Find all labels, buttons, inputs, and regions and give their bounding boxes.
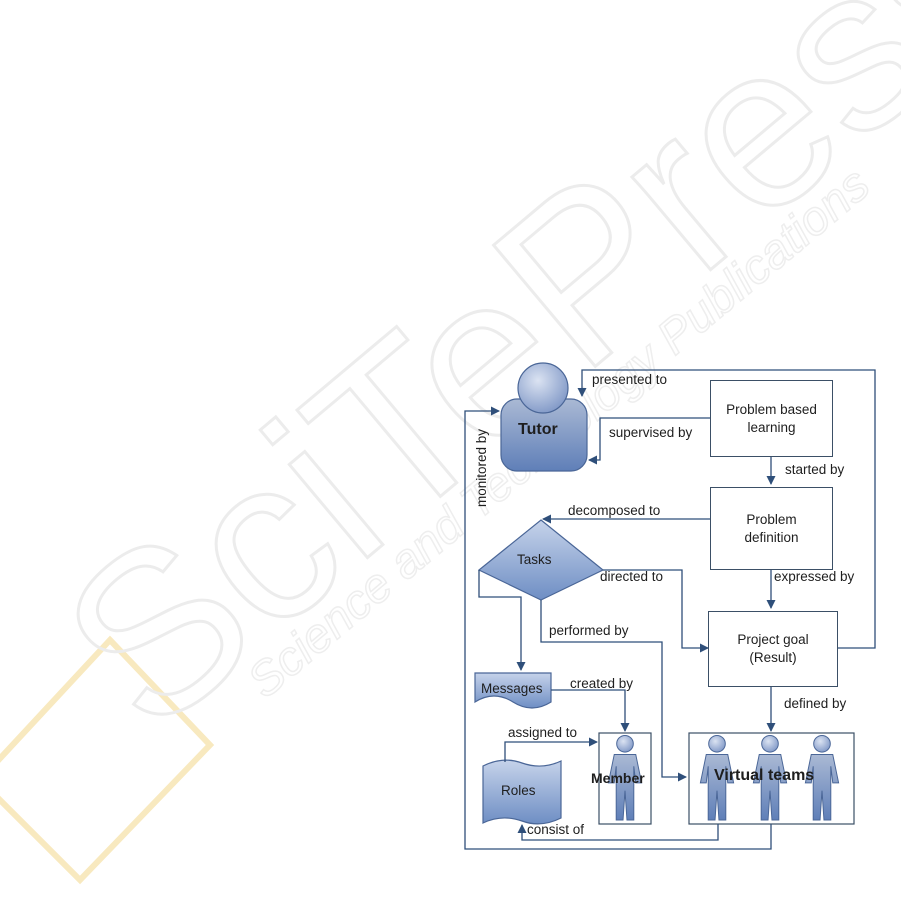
monitored-by-label: monitored by <box>474 428 489 508</box>
directed-to-label: directed to <box>600 569 664 584</box>
edge-created-by <box>551 689 630 732</box>
messages-document-shape <box>474 672 552 709</box>
problem-definition-box: Problem definition <box>710 487 833 570</box>
virtual-teams-label: Virtual teams <box>714 767 815 784</box>
problem-definition-label: Problem definition <box>744 511 799 545</box>
messages-label: Messages <box>481 681 543 696</box>
edge-monitored-by <box>464 406 772 850</box>
project-goal-label: Project goal (Result) <box>737 632 809 665</box>
edge-directed-to <box>603 569 709 653</box>
tutor-label: Tutor <box>518 421 558 438</box>
created-by-label: created by <box>570 676 634 691</box>
member-label: Member <box>591 770 645 786</box>
edge-presented-to <box>577 369 876 649</box>
edge-supervised-by <box>588 417 710 465</box>
tasks-label: Tasks <box>517 552 552 567</box>
supervised-by-label: supervised by <box>609 425 693 440</box>
problem-based-learning-box: Problem based learning <box>710 380 833 457</box>
problem-based-learning-label: Problem based learning <box>726 401 817 435</box>
roles-label: Roles <box>501 783 536 798</box>
decomposed-to-label: decomposed to <box>568 503 661 518</box>
edge-tasks-to-messages <box>478 570 526 671</box>
tutor-actor <box>500 362 588 472</box>
watermark-logo-diamond <box>0 635 215 885</box>
edge-assigned-to <box>504 737 598 762</box>
defined-by-label: defined by <box>784 696 847 711</box>
roles-tape-shape <box>482 759 562 825</box>
edge-performed-by <box>540 600 687 782</box>
project-goal-box: Project goal (Result) <box>708 611 838 687</box>
expressed-by-label: expressed by <box>774 569 855 584</box>
member-frame <box>598 732 652 825</box>
performed-by-label: performed by <box>549 623 629 638</box>
consist-of-label: consist of <box>527 822 585 837</box>
edge-consist-of <box>517 824 719 841</box>
presented-to-label: presented to <box>592 372 668 387</box>
assigned-to-label: assigned to <box>508 725 578 740</box>
started-by-label: started by <box>785 462 845 477</box>
